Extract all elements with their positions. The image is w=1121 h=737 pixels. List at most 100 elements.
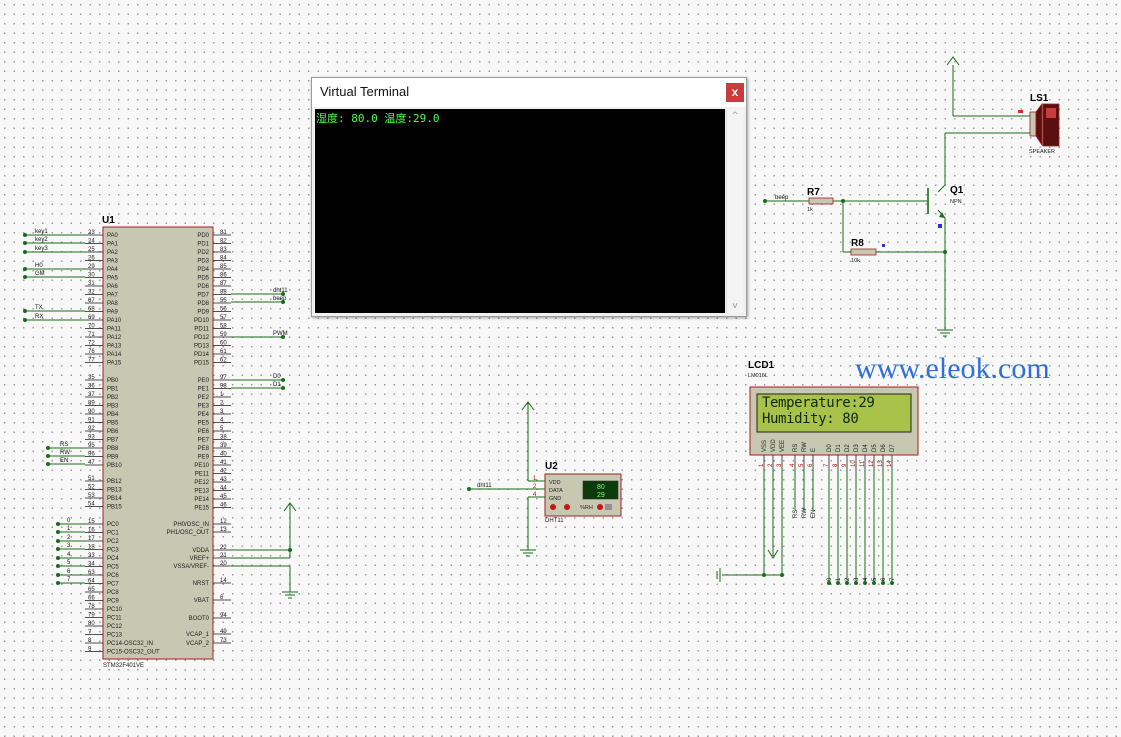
net-label-en: EN bbox=[60, 458, 68, 464]
r8-value: 10k bbox=[851, 258, 860, 264]
u1-pin-name: PA8 bbox=[107, 301, 119, 307]
u1-pin-name: PE13 bbox=[194, 489, 209, 495]
u1-pin-number: 77 bbox=[88, 358, 95, 364]
resistor-r7[interactable]: R7 1k bbox=[807, 187, 834, 213]
u2-pin-num-1: 1 bbox=[533, 476, 537, 482]
u1-body bbox=[102, 226, 214, 660]
u1-pin-number: 58 bbox=[220, 324, 227, 330]
u1-pin-name: PE2 bbox=[198, 395, 210, 401]
u1-pin-name: PE3 bbox=[198, 404, 210, 410]
u2-part-label: DHT11 bbox=[545, 518, 564, 524]
virtual-terminal-title: Virtual Terminal bbox=[320, 84, 410, 99]
net-label-rs: RS bbox=[60, 442, 68, 448]
u1-pin-name: PC10 bbox=[107, 607, 123, 613]
virtual-terminal-window[interactable]: Virtual Terminal x 湿度: 80.0 温度:29.0 ^ v bbox=[311, 77, 747, 317]
lcd-pin-number: 6 bbox=[808, 463, 814, 467]
q1-ref: Q1 bbox=[950, 185, 964, 196]
u1-pin-number: 43 bbox=[220, 477, 227, 483]
u1-pin-number: 31 bbox=[88, 281, 95, 287]
transistor-q1[interactable]: Q1 NPN bbox=[927, 185, 964, 228]
terminal-output: 湿度: 80.0 温度:29.0 bbox=[316, 112, 440, 125]
u1-pin-name: PD4 bbox=[197, 267, 209, 273]
u1-pin-number: 93 bbox=[88, 435, 95, 441]
lcd-pin-number: 11 bbox=[860, 460, 866, 467]
lcd-net-2: 2 bbox=[845, 577, 851, 581]
virtual-terminal-titlebar[interactable]: Virtual Terminal x bbox=[312, 78, 746, 107]
mcu-u1[interactable]: U1 STM32F401VE PA023PA124PA225PA326PA429… bbox=[85, 215, 231, 669]
u1-pin-number: 67 bbox=[88, 298, 95, 304]
u1-pin-name: PD3 bbox=[197, 259, 209, 265]
r7-ref: R7 bbox=[807, 187, 820, 198]
q1-emitter-arrow bbox=[939, 212, 945, 218]
u1-pin-number: 45 bbox=[220, 494, 227, 500]
lcd-pin-number: 5 bbox=[799, 463, 805, 467]
u1-pin-name: PC2 bbox=[107, 539, 119, 545]
u2-rh-indicator bbox=[605, 504, 612, 510]
lcd-wire-endpoints bbox=[762, 573, 894, 585]
u2-pin-data: DATA bbox=[549, 488, 563, 494]
u1-pin-name: PC0 bbox=[107, 522, 119, 528]
u1-pin-name: PD5 bbox=[197, 276, 209, 282]
u1-pin-name: PA1 bbox=[107, 242, 119, 248]
close-button[interactable]: x bbox=[726, 83, 744, 102]
u1-pin-number: 56 bbox=[220, 307, 227, 313]
r8-body bbox=[850, 248, 877, 256]
u1-pin-name: PE7 bbox=[198, 438, 210, 444]
u2-plus-button[interactable] bbox=[564, 504, 570, 510]
u1-pin-number: 70 bbox=[88, 324, 95, 330]
u2-rh-button[interactable] bbox=[597, 504, 603, 510]
lcd-part-label: LM016L bbox=[748, 373, 768, 379]
u2-display-humidity: 80 bbox=[597, 484, 605, 491]
sensor-u2[interactable]: U2 VDD DATA GND 1 2 4 > 80 29 %RH DHT11 … bbox=[477, 461, 622, 524]
lcd-pin-name: VEE bbox=[780, 440, 786, 452]
watermark: www.eleok.com bbox=[855, 352, 1050, 385]
terminal-scrollbar[interactable]: ^ v bbox=[726, 109, 743, 313]
scroll-down-icon[interactable]: v bbox=[732, 301, 738, 311]
net-label-1: 1 bbox=[67, 526, 71, 532]
net-label-key3: key3 bbox=[35, 246, 48, 252]
u1-pin-name: PD10 bbox=[194, 318, 210, 324]
u2-wire-endpoint bbox=[467, 487, 471, 491]
lcd-lcd1[interactable]: LCD1 LM016L VSS1VDD2VEE3RS4RW5E6D07D18D2… bbox=[748, 360, 919, 468]
virtual-terminal-screen[interactable]: 湿度: 80.0 温度:29.0 bbox=[315, 109, 725, 313]
u1-ref: U1 bbox=[102, 215, 115, 226]
net-label-gm: GM bbox=[35, 271, 45, 277]
u1-pin-name: PC3 bbox=[107, 548, 119, 554]
net-label-rw: RW bbox=[60, 450, 70, 456]
u1-pin-number: 38 bbox=[220, 435, 227, 441]
lcd-pin-name: RW bbox=[802, 442, 808, 452]
ls1-coil bbox=[1029, 111, 1037, 137]
u1-pin-number: 57 bbox=[220, 315, 227, 321]
u1-pin-number: 59 bbox=[220, 332, 227, 338]
u2-rh-label: %RH bbox=[580, 505, 593, 511]
u1-pin-name: PA3 bbox=[107, 259, 119, 265]
u1-pin-name: PC9 bbox=[107, 599, 119, 605]
u1-pin-name: PE8 bbox=[198, 446, 210, 452]
u1-pin-number: 18 bbox=[88, 545, 95, 551]
u1-pin-number: 23 bbox=[88, 230, 95, 236]
u1-pin-number: 69 bbox=[88, 315, 95, 321]
u1-pin-name: PD6 bbox=[197, 284, 209, 290]
scroll-up-icon[interactable]: ^ bbox=[731, 111, 739, 121]
u1-pin-number: 88 bbox=[220, 290, 227, 296]
u2-minus-button[interactable] bbox=[550, 504, 556, 510]
resistor-r8[interactable]: R8 10k bbox=[850, 238, 885, 264]
u1-pin-name: PE6 bbox=[198, 429, 210, 435]
u1-pin-number: 68 bbox=[88, 307, 95, 313]
u1-pin-number: 91 bbox=[88, 418, 95, 424]
u1-pin-name: PD12 bbox=[194, 335, 210, 341]
speaker-ls1[interactable]: LS1 SPEAKER bbox=[1018, 93, 1060, 155]
lcd-pin-number: 8 bbox=[833, 463, 839, 467]
q1-probe-marker bbox=[938, 224, 942, 228]
lcd-net-6: 6 bbox=[881, 577, 887, 581]
u1-pin-name: PA9 bbox=[107, 310, 119, 316]
lcd-pin-number: 3 bbox=[777, 463, 783, 467]
u1-pin-name: NRST bbox=[193, 581, 210, 587]
u1-pin-number: 83 bbox=[220, 247, 227, 253]
u1-pin-number: 64 bbox=[88, 579, 95, 585]
q1-part: NPN bbox=[950, 199, 962, 205]
u1-pin-name: PE15 bbox=[194, 506, 209, 512]
net-label-key2: key2 bbox=[35, 237, 48, 243]
